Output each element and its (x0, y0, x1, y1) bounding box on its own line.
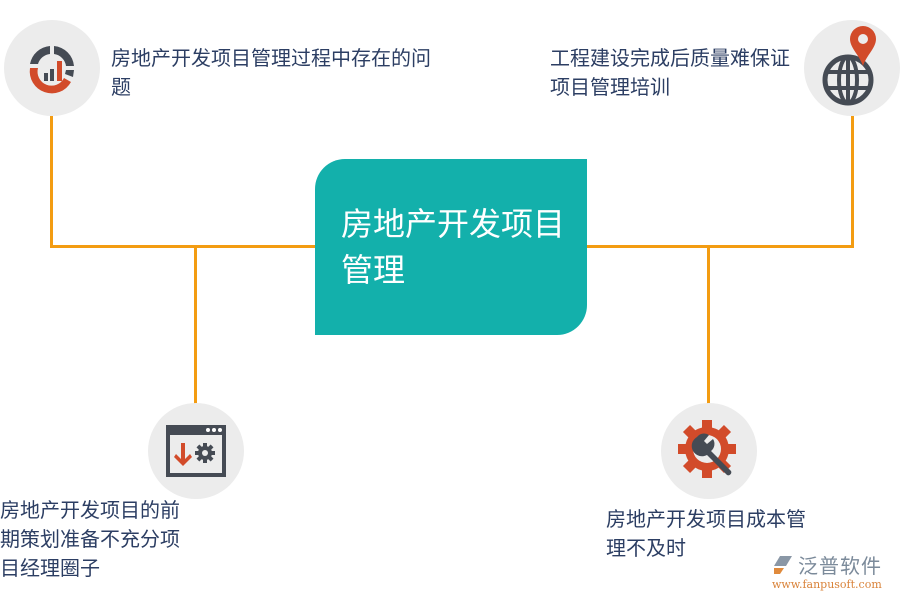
browser-download-gear-icon (166, 425, 226, 477)
connector-top-right-vertical (851, 116, 854, 248)
center-topic-title: 房地产开发项目管理 (341, 205, 566, 289)
donut-chart-icon (29, 46, 74, 94)
node-top-left-label: 房地产开发项目管理过程中存在的问题 (111, 46, 431, 99)
node-bottom-left-label: 房地产开发项目的前期策划准备不充分项目经理圈子 (0, 498, 180, 580)
connector-right-horizontal (586, 245, 854, 248)
node-top-right-label: 工程建设完成后质量难保证项目管理培训 (550, 46, 790, 99)
center-topic-box: 房地产开发项目管理 (315, 159, 587, 335)
node-top-left-icon-circle (4, 20, 100, 116)
connector-left-horizontal (50, 245, 316, 248)
fanpu-logo-icon (774, 556, 792, 574)
watermark-url: www.fanpusoft.com (772, 578, 882, 591)
connector-bottom-right-vertical (707, 245, 710, 405)
globe-location-pin-icon (822, 26, 876, 106)
connector-bottom-left-vertical (194, 245, 197, 405)
watermark: 泛普软件 www.fanpusoft.com (770, 550, 898, 598)
gear-wrench-icon (678, 420, 736, 478)
node-bottom-left-icon-circle (148, 403, 244, 499)
node-bottom-right-icon-circle (661, 403, 757, 499)
node-top-right-icon-circle (804, 20, 900, 116)
watermark-brand: 泛普软件 (798, 554, 882, 578)
node-bottom-right-label: 房地产开发项目成本管理不及时 (606, 507, 806, 560)
connector-top-left-vertical (50, 116, 53, 248)
